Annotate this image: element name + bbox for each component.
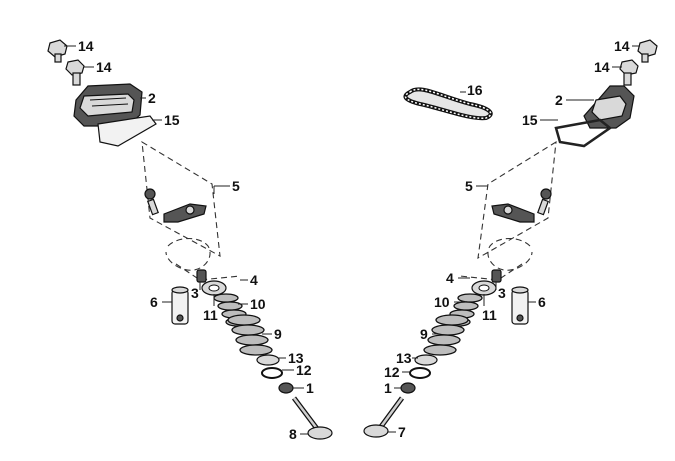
right-valve-cover bbox=[583, 85, 635, 129]
right-outer-spring bbox=[423, 314, 469, 356]
right-valve bbox=[363, 396, 405, 438]
leader-lines bbox=[64, 45, 640, 435]
callout-left-8: 8 bbox=[289, 426, 297, 442]
callout-left-5: 5 bbox=[232, 178, 240, 194]
callout-left-15: 15 bbox=[164, 112, 180, 128]
left-rocker-dashed-frame bbox=[141, 140, 221, 257]
callout-right-13: 13 bbox=[396, 350, 412, 366]
right-rod-loop bbox=[459, 237, 533, 281]
right-assembly bbox=[363, 39, 658, 438]
callout-right-10: 10 bbox=[434, 294, 450, 310]
callout-left-6: 6 bbox=[150, 294, 158, 310]
callout-right-12: 12 bbox=[384, 364, 400, 380]
right-timing-chain bbox=[403, 87, 493, 121]
left-tappet bbox=[171, 286, 189, 325]
callout-right-5: 5 bbox=[465, 178, 473, 194]
left-bolt-lower bbox=[65, 59, 85, 86]
callout-left-9: 9 bbox=[274, 326, 282, 342]
left-bolt-upper bbox=[47, 39, 68, 63]
left-valve-cotter bbox=[196, 269, 207, 283]
callout-right-2: 2 bbox=[555, 92, 563, 108]
callout-right-9: 9 bbox=[420, 326, 428, 342]
right-valve-cotter bbox=[491, 269, 502, 283]
left-valve-cover bbox=[73, 83, 143, 127]
callout-right-6: 6 bbox=[538, 294, 546, 310]
callout-right-15: 15 bbox=[522, 112, 538, 128]
right-bolt-lower bbox=[619, 59, 639, 86]
callout-left-4: 4 bbox=[250, 272, 258, 288]
left-spring-seat-washer bbox=[256, 354, 280, 366]
left-spring-retainer bbox=[201, 280, 227, 296]
callout-right-16: 16 bbox=[467, 82, 483, 98]
right-bolt-upper bbox=[637, 39, 658, 63]
left-valve-seal bbox=[278, 382, 294, 394]
right-valve-seal bbox=[400, 382, 416, 394]
callout-right-7: 7 bbox=[398, 424, 406, 440]
right-spring-seat-washer bbox=[414, 354, 438, 366]
callout-left-2: 2 bbox=[148, 90, 156, 106]
callout-right-14-upper: 14 bbox=[614, 38, 630, 54]
right-o-ring bbox=[409, 367, 431, 379]
left-rocker-arm bbox=[144, 188, 207, 223]
right-tappet bbox=[511, 286, 529, 325]
callout-right-11: 11 bbox=[482, 307, 497, 323]
left-o-ring bbox=[261, 367, 283, 379]
callout-left-3: 3 bbox=[191, 285, 199, 301]
callout-left-12: 12 bbox=[296, 362, 312, 378]
callout-left-14-upper: 14 bbox=[78, 38, 94, 54]
callout-right-14-lower: 14 bbox=[594, 59, 610, 75]
callout-left-10: 10 bbox=[250, 296, 266, 312]
callout-left-1: 1 bbox=[306, 380, 314, 396]
callout-right-4: 4 bbox=[446, 270, 454, 286]
right-gasket bbox=[554, 118, 613, 148]
left-gasket bbox=[97, 115, 157, 147]
left-outer-spring bbox=[227, 314, 273, 356]
left-valve bbox=[292, 396, 333, 440]
callout-left-11: 11 bbox=[203, 307, 218, 323]
callout-labels: 14 14 2 15 5 4 3 6 11 10 9 13 12 1 8 14 … bbox=[78, 38, 630, 442]
callout-left-14-lower: 14 bbox=[96, 59, 112, 75]
left-assembly bbox=[47, 39, 333, 440]
callout-right-3: 3 bbox=[498, 285, 506, 301]
left-rod-loop bbox=[165, 237, 241, 281]
callout-left-13: 13 bbox=[288, 350, 304, 366]
right-spring-retainer bbox=[471, 280, 497, 296]
callout-right-1: 1 bbox=[384, 380, 392, 396]
right-rocker-arm bbox=[491, 188, 552, 223]
